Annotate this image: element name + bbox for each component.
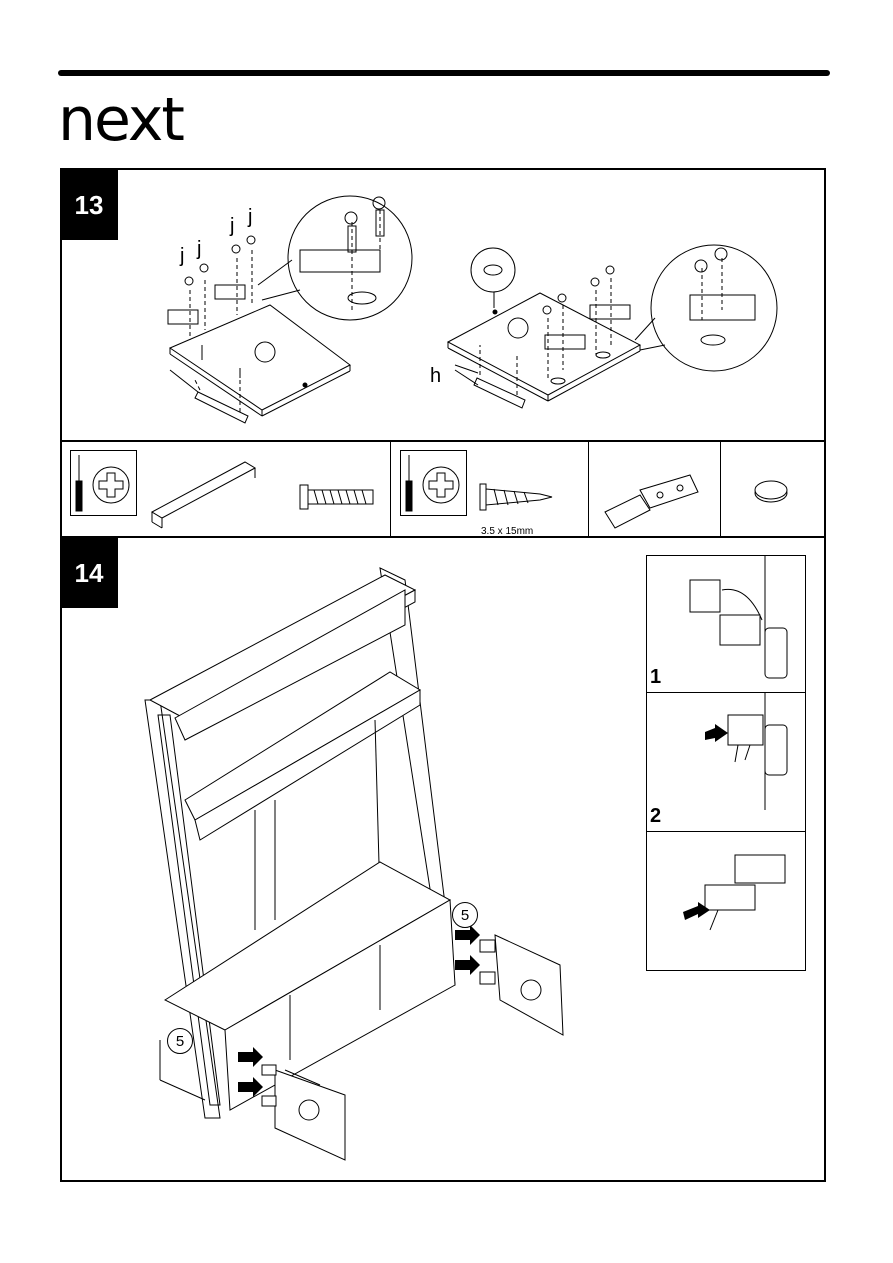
inset-illustrations: [0, 0, 893, 1263]
